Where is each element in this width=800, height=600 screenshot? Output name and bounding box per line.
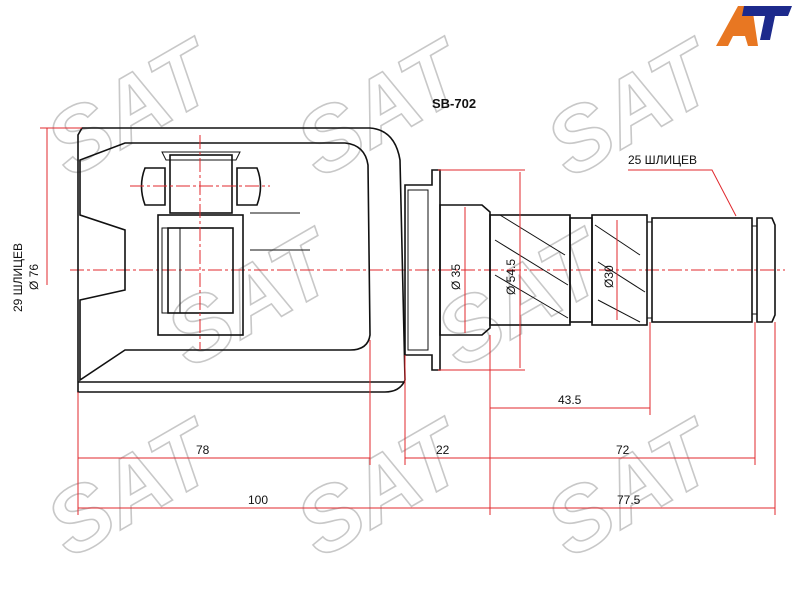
dim-77-5: 77.5	[617, 493, 641, 507]
svg-text:SAT: SAT	[420, 210, 626, 387]
right-splines-label: 25 ШЛИЦЕВ	[628, 153, 697, 167]
dim-22: 22	[436, 443, 450, 457]
diameter-35-label: Ø 35	[449, 264, 463, 290]
dim-78: 78	[196, 443, 210, 457]
shaft	[439, 204, 776, 336]
svg-text:SAT: SAT	[530, 400, 736, 577]
length-dimensions: 43.5 78 22 72 100 77.5	[77, 322, 776, 515]
diameter-30-label: Ø30	[602, 265, 616, 288]
dim-100: 100	[248, 493, 268, 507]
svg-text:SAT: SAT	[30, 20, 236, 197]
svg-text:SAT: SAT	[280, 400, 486, 577]
diameter-54-5-label: Ø 54.5	[504, 259, 518, 295]
svg-text:SAT: SAT	[150, 210, 356, 387]
diameter-dimensions: Ø 35 Ø 54.5 Ø30 29 ШЛИЦЕВ Ø 76	[11, 127, 618, 371]
at-logo	[716, 6, 792, 46]
part-number-title: SB-702	[432, 96, 476, 111]
svg-text:SAT: SAT	[30, 400, 236, 577]
left-splines-label: 29 ШЛИЦЕВ	[11, 243, 25, 312]
left-diameter-label: Ø 76	[27, 264, 41, 290]
right-splines-callout: 25 ШЛИЦЕВ	[628, 153, 737, 217]
dim-72: 72	[616, 443, 630, 457]
dim-43-5: 43.5	[558, 393, 582, 407]
